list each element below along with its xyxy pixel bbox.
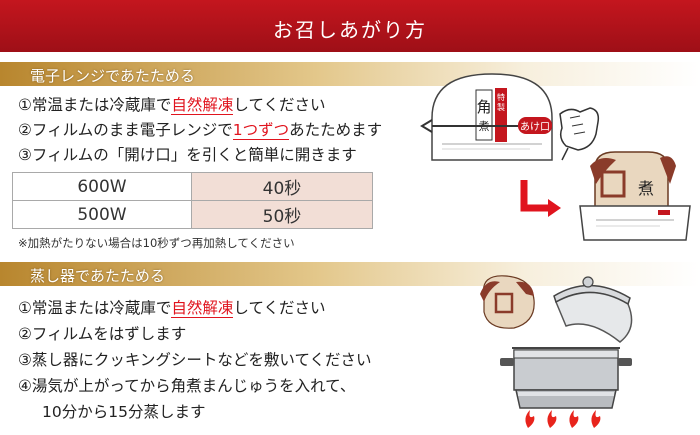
microwave-illustration: 特 製 角 煮 あけ口 煮 xyxy=(420,73,691,241)
steamer-step-4: ④湯気が上がってから角煮まんじゅうを入れて、 xyxy=(18,377,356,395)
steamer-step-4-cont: 10分から15分蒸します xyxy=(42,403,206,421)
svg-text:煮: 煮 xyxy=(638,179,654,198)
step-text: ①常温または冷蔵庫で xyxy=(18,96,172,114)
arrow-left-icon xyxy=(420,119,518,133)
svg-text:角: 角 xyxy=(476,98,491,116)
svg-text:特: 特 xyxy=(497,92,505,102)
step-text: あたためます xyxy=(289,121,383,139)
time-cell: 40秒 xyxy=(191,172,373,201)
open-tab-label: あけ口 xyxy=(518,117,552,134)
steamer-step-2: ②フィルムをはずします xyxy=(18,325,187,343)
microwave-step-2: ②フィルムのまま電子レンジで1つずつあたためます xyxy=(18,118,382,140)
header-bar: お召しあがり方 xyxy=(0,0,700,52)
steamer-pot-icon xyxy=(500,347,632,409)
microwave-step-1: ①常温または冷蔵庫で自然解凍してください xyxy=(18,93,326,115)
section-title-microwave: 電子レンジであたためる xyxy=(30,67,195,85)
table-row: 600W 40秒 xyxy=(12,172,373,201)
step-text: ①常温または冷蔵庫で xyxy=(18,299,172,317)
step-highlight: 1つずつ xyxy=(232,121,290,140)
page-title: お召しあがり方 xyxy=(273,18,427,42)
svg-text:あけ口: あけ口 xyxy=(520,121,550,133)
step-text: してください xyxy=(233,96,326,114)
svg-text:製: 製 xyxy=(497,102,505,112)
hand-icon xyxy=(559,107,600,161)
steamer-step-1: ①常温または冷蔵庫で自然解凍してください xyxy=(18,296,326,318)
step-highlight: 自然解凍 xyxy=(171,96,234,115)
reheat-note: ※加熱がたりない場合は10秒ずつ再加熱してください xyxy=(18,236,295,250)
flame-icon xyxy=(525,410,601,428)
package-icon: 特 製 角 煮 xyxy=(431,73,553,161)
wattage-cell: 500W xyxy=(12,200,192,229)
steamer-step-3: ③蒸し器にクッキングシートなどを敷いてください xyxy=(18,351,372,369)
microwave-step-3: ③フィルムの「開け口」を引くと簡単に開きます xyxy=(18,146,357,164)
steamer-illustration xyxy=(480,275,633,428)
wattage-cell: 600W xyxy=(12,172,192,201)
table-row: 500W 50秒 xyxy=(12,200,373,229)
time-cell: 50秒 xyxy=(191,200,373,229)
step-text: してください xyxy=(233,299,326,317)
arrow-down-right-icon xyxy=(520,180,561,217)
heating-time-table: 600W 40秒 500W 50秒 xyxy=(12,172,373,229)
step-highlight: 自然解凍 xyxy=(171,299,234,318)
opened-package-icon: 煮 xyxy=(579,151,691,241)
steamer-lid-icon xyxy=(553,276,633,343)
section-bar-microwave: 電子レンジであたためる xyxy=(0,62,700,86)
step-text: ②フィルムのまま電子レンジで xyxy=(18,121,233,139)
bun-icon xyxy=(480,275,535,329)
section-title-steamer: 蒸し器であたためる xyxy=(30,267,165,285)
